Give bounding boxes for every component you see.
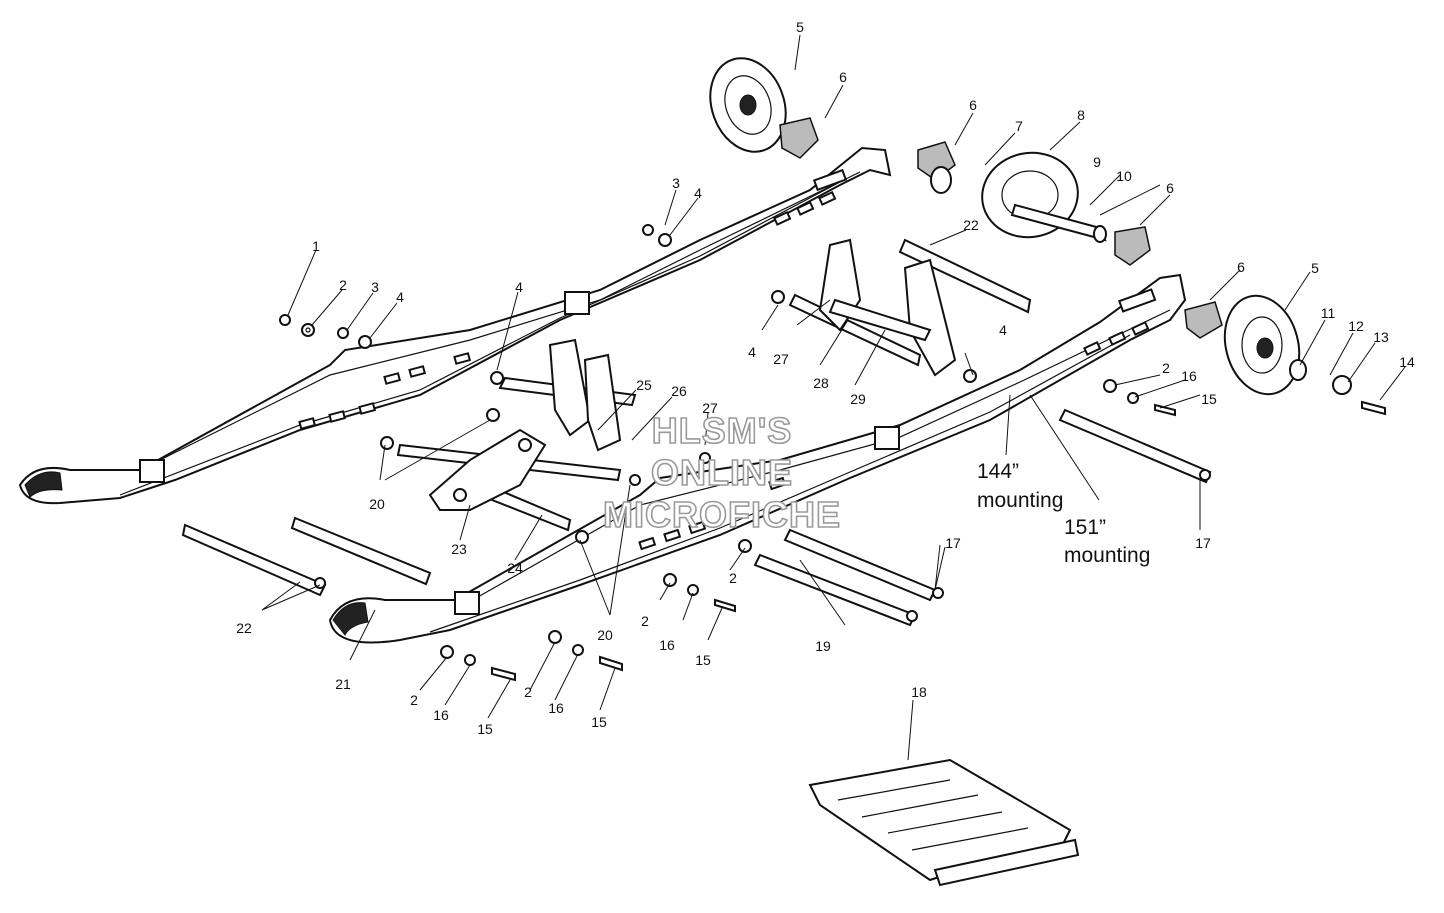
- callout-6: 6: [969, 97, 977, 113]
- callout-2: 2: [729, 570, 737, 586]
- mounting-144-label: mounting: [977, 489, 1063, 512]
- callout-2: 2: [524, 684, 532, 700]
- callout-15: 15: [1201, 391, 1217, 407]
- callout-22: 22: [963, 217, 979, 233]
- front-arm-assembly: [428, 338, 622, 511]
- center-bracket-assembly: [818, 238, 957, 377]
- callout-19: 19: [815, 638, 831, 654]
- part-callouts: 1 2 3 4 3 4 4 4 4 5 6 6 7 8 9 10 6 6 5 1…: [236, 19, 1415, 737]
- track-section: [808, 758, 1080, 887]
- right-rail: [328, 273, 1187, 644]
- callout-6: 6: [839, 69, 847, 85]
- leader-lines: [261, 34, 1406, 761]
- callout-23: 23: [451, 541, 467, 557]
- callout-16: 16: [433, 707, 449, 723]
- callout-4: 4: [748, 344, 756, 360]
- idler-wheel-center: [930, 151, 1107, 243]
- callout-16: 16: [548, 700, 564, 716]
- callout-11: 11: [1321, 305, 1336, 321]
- callout-14: 14: [1399, 354, 1415, 370]
- callout-6: 6: [1166, 180, 1174, 196]
- callout-4: 4: [515, 279, 523, 295]
- left-rail: [18, 146, 892, 505]
- callout-18: 18: [911, 684, 927, 700]
- callout-2: 2: [410, 692, 418, 708]
- callout-12: 12: [1348, 318, 1364, 334]
- callout-16: 16: [659, 637, 675, 653]
- callout-22: 22: [236, 620, 252, 636]
- watermark-line-2: ONLINE: [651, 452, 793, 493]
- callout-15: 15: [477, 721, 493, 737]
- callout-2: 2: [641, 613, 649, 629]
- mounting-144-value: 144”: [977, 460, 1019, 483]
- callout-25: 25: [636, 377, 652, 393]
- callout-27: 27: [702, 400, 718, 416]
- callout-17: 17: [1195, 535, 1211, 551]
- callout-24: 24: [507, 560, 523, 576]
- idler-wheel-right: [1223, 294, 1386, 416]
- callout-16: 16: [1181, 368, 1197, 384]
- callout-15: 15: [591, 714, 607, 730]
- callout-20: 20: [597, 627, 613, 643]
- callout-4: 4: [396, 289, 404, 305]
- callout-4: 4: [999, 322, 1007, 338]
- callout-15: 15: [695, 652, 711, 668]
- callout-2: 2: [339, 277, 347, 293]
- mounting-151-label: mounting: [1064, 544, 1150, 567]
- wheel-hub-caps: [779, 117, 1223, 339]
- callout-10: 10: [1116, 168, 1132, 184]
- watermark: HLSM'S ONLINE MICROFICHE: [602, 409, 841, 536]
- callout-9: 9: [1093, 154, 1101, 170]
- callout-13: 13: [1373, 329, 1389, 345]
- callout-1: 1: [312, 238, 320, 254]
- callout-21: 21: [335, 676, 351, 692]
- callout-4: 4: [694, 185, 702, 201]
- callout-5: 5: [1311, 260, 1319, 276]
- watermark-line-3: MICROFICHE: [603, 494, 841, 535]
- mounting-labels: 144” mounting 151” mounting: [977, 460, 1150, 567]
- callout-26: 26: [671, 383, 687, 399]
- idler-wheel-left: [709, 57, 787, 153]
- hardware-washers: [279, 224, 1211, 682]
- callout-27: 27: [773, 351, 789, 367]
- callout-6: 6: [1237, 259, 1245, 275]
- callout-3: 3: [371, 279, 379, 295]
- callout-28: 28: [813, 375, 829, 391]
- watermark-line-1: HLSM'S: [652, 410, 793, 451]
- callout-7: 7: [1015, 118, 1023, 134]
- callout-5: 5: [796, 19, 804, 35]
- callout-3: 3: [672, 175, 680, 191]
- callout-29: 29: [850, 391, 866, 407]
- callout-20: 20: [369, 496, 385, 512]
- callout-8: 8: [1077, 107, 1085, 123]
- callout-2: 2: [1162, 360, 1170, 376]
- mounting-151-value: 151”: [1064, 516, 1106, 539]
- callout-17: 17: [945, 535, 961, 551]
